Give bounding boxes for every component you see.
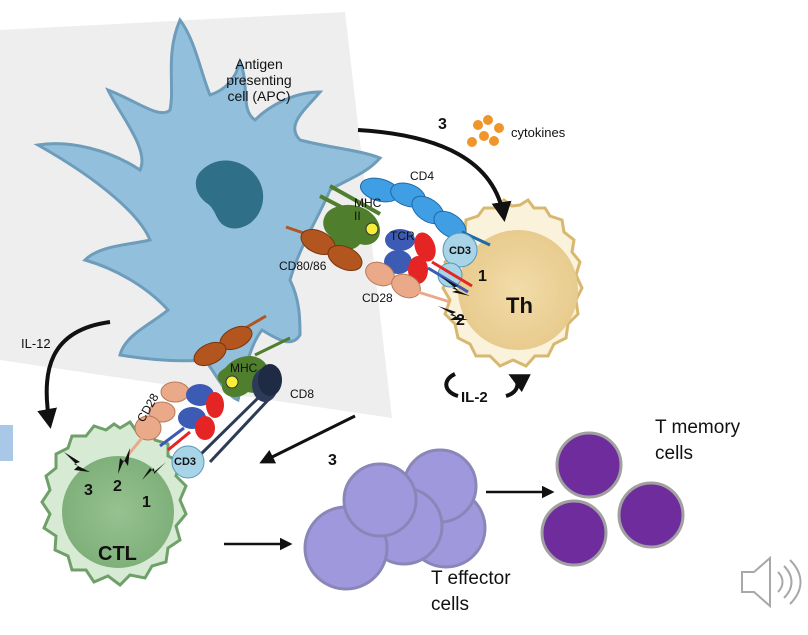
tcr-label: TCR	[390, 229, 415, 243]
speaker-icon[interactable]	[738, 548, 804, 618]
mhc-ii-label: MHC II	[354, 196, 382, 224]
cd80-86-label: CD80/86	[279, 259, 327, 273]
ctl-receptor-complex	[126, 314, 291, 479]
memory-label-line2: cells	[655, 443, 694, 464]
antigen-presenting-cell	[33, 17, 383, 403]
th-signal-1: 1	[478, 268, 487, 285]
il2-arrow-left	[444, 372, 459, 398]
effector-label-line2: cells	[431, 594, 470, 615]
ctl-arrow	[259, 414, 356, 464]
effector-label-line1: T effector	[431, 568, 511, 589]
th-cell	[441, 197, 584, 368]
memory-label-line1: T memory	[655, 417, 741, 438]
apc-nucleus	[195, 160, 264, 229]
ctl-cell-label: CTL	[98, 543, 137, 565]
mhc-ii-molecule	[323, 204, 380, 250]
il2-label: IL-2	[461, 389, 488, 406]
il2-arrow-right	[505, 374, 531, 398]
th-cell-label: Th	[506, 293, 533, 318]
ctl-cell	[40, 419, 188, 587]
cytokine-arrow	[357, 128, 512, 222]
t-memory-cells	[540, 431, 685, 567]
signal-bolt-th-2	[438, 306, 468, 320]
cd8-label: CD8	[290, 387, 315, 401]
edge-tab	[0, 425, 13, 461]
il12-arrow	[37, 320, 111, 429]
il12-label: IL-12	[21, 336, 51, 351]
cytokine-dots	[467, 115, 504, 147]
cytokine-step-number: 3	[438, 116, 447, 133]
ctl-step-number: 3	[328, 452, 337, 469]
th-receptor-complex	[285, 177, 491, 304]
th-cd3-label: CD3	[449, 245, 472, 257]
ctl-cd3-label: CD3	[174, 456, 197, 468]
apc-label: Antigen presenting cell (APC)	[226, 56, 292, 105]
ctl-signal-1: 1	[142, 494, 151, 511]
signal-bolt-ctl-3	[64, 452, 90, 472]
signal-bolt-ctl-1	[142, 462, 166, 480]
antigen-peptide	[365, 222, 379, 236]
t-effector-cells	[303, 448, 487, 591]
signal-bolt-th-1	[440, 276, 470, 296]
cd4-label: CD4	[410, 169, 435, 183]
ctl-signal-2: 2	[113, 478, 122, 495]
cytokines-label: cytokines	[511, 125, 566, 140]
ctl-signal-3: 3	[84, 482, 93, 499]
th-signal-2: 2	[456, 312, 465, 329]
signal-bolt-ctl-2	[118, 448, 130, 474]
th-cd28-label: CD28	[362, 291, 393, 305]
ctl-mhc-label: MHC	[230, 361, 258, 375]
